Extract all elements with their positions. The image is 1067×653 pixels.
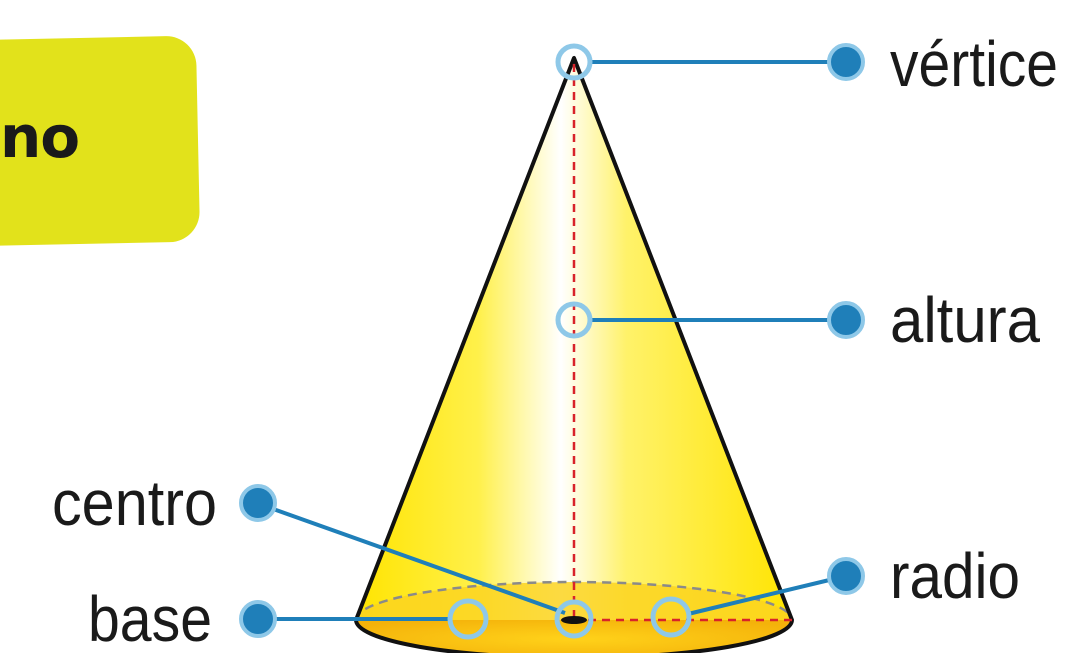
base-label: base [88,583,212,653]
center-label: centro [52,467,217,539]
center-point [561,616,587,624]
vertex-dot [827,43,865,81]
title-text: no [0,103,80,171]
vertex-label: vértice [890,28,1058,100]
center-marker [554,599,594,639]
center-dot [239,484,277,522]
cone-surface [356,58,792,653]
center-leader [261,503,566,615]
leader-lines [261,60,847,621]
base-marker [447,598,489,640]
radius-label: radio [890,540,1020,612]
height-label: altura [890,284,1040,356]
radius-dot [827,557,865,595]
radius-marker [650,596,692,638]
vertex-marker [555,43,593,81]
cone-outline [354,56,794,653]
label-dots [239,43,865,638]
height-dot [827,301,865,339]
radius-leader [687,574,847,616]
base-dot [239,600,277,638]
height-marker [555,301,593,339]
hollow-markers [447,43,692,640]
